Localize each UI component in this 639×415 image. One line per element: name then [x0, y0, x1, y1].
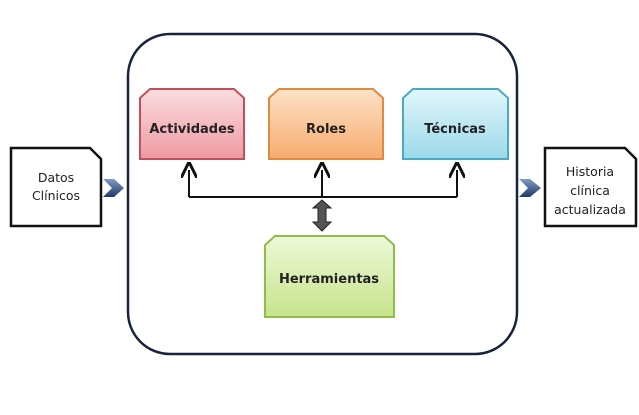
techniques-label: Técnicas	[424, 122, 486, 137]
input-line-1: Datos	[38, 170, 74, 185]
roles-label: Roles	[306, 122, 346, 137]
output-line-1: Historia	[566, 164, 614, 179]
svg-text:Historia: Historia	[566, 164, 614, 179]
chevron-right-icon	[519, 179, 541, 197]
svg-text:Clínicos: Clínicos	[32, 188, 80, 203]
chevron-right-icon	[103, 179, 124, 197]
tools-box: Herramientas	[264, 235, 395, 318]
tools-label: Herramientas	[279, 272, 379, 287]
output-document: Historia clínica actualizada	[543, 146, 638, 228]
svg-text:clínica: clínica	[570, 183, 610, 198]
activities-label: Actividades	[149, 122, 235, 137]
techniques-box: Técnicas	[402, 88, 509, 160]
input-document: Datos Clínicos	[9, 146, 103, 228]
output-line-2: clínica	[570, 183, 610, 198]
connector-lines	[189, 170, 457, 198]
input-line-2: Clínicos	[32, 188, 80, 203]
double-arrow-icon	[311, 199, 333, 232]
activities-box: Actividades	[139, 88, 245, 160]
roles-box: Roles	[268, 88, 384, 160]
svg-text:Datos: Datos	[38, 170, 74, 185]
svg-text:actualizada: actualizada	[554, 202, 626, 217]
output-line-3: actualizada	[554, 202, 626, 217]
